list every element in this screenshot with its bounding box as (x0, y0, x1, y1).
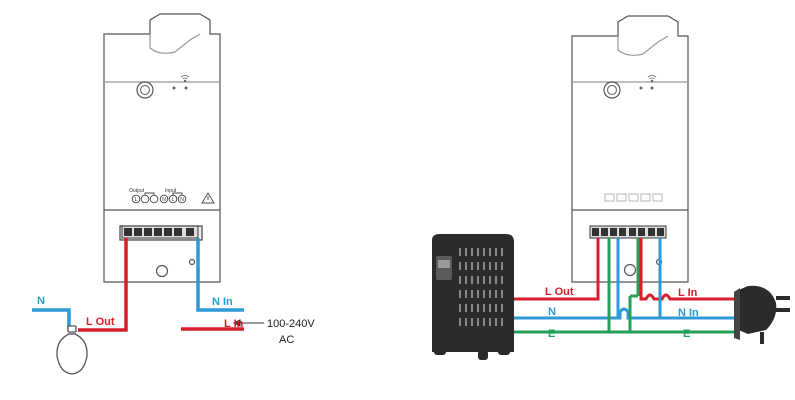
input-text: Input (165, 188, 177, 194)
terminal-block-right (589, 225, 667, 239)
n-wire-left (32, 308, 71, 330)
left-labels: N L Out N In L In 100-240V AC (37, 295, 315, 346)
l-in-label-right: L In (678, 287, 698, 299)
n-in-wire-left (196, 238, 244, 312)
terminal-label-1: L (135, 197, 138, 203)
n-label-right: N (548, 306, 556, 318)
right-wires (512, 238, 734, 334)
terminal-label-4: N (180, 197, 184, 203)
n-in-label-right: N In (678, 307, 699, 319)
terminal-block-left (121, 225, 199, 239)
output-text: Output (129, 188, 145, 194)
e-label-right-left: E (548, 328, 555, 340)
l-in-label-left: L In (224, 318, 244, 330)
smart-switch-right (571, 15, 689, 283)
left-wires (32, 238, 244, 332)
terminal-marking: Output Input L N L N (129, 188, 187, 204)
left-wiring-diagram: Output Input L N L N (32, 13, 315, 375)
bulb-icon (56, 325, 88, 375)
smart-switch-left (103, 13, 221, 283)
right-wiring-diagram: L Out N E L In N In E (432, 15, 790, 360)
wifi-icon (180, 75, 190, 83)
e-label-right-right: E (683, 328, 690, 340)
l-out-wire-right (512, 238, 600, 301)
right-labels: L Out N E L In N In E (545, 286, 699, 340)
l-in-wire-right (639, 238, 734, 301)
wifi-icon (647, 75, 657, 83)
heater-icon (432, 234, 514, 360)
n-wire-right-left (512, 307, 734, 320)
warning-triangle-icon (201, 192, 215, 204)
plug-icon (734, 285, 790, 344)
ac-label: AC (279, 334, 294, 346)
l-out-label-right: L Out (545, 286, 574, 298)
n-in-label-left: N In (212, 296, 233, 308)
n-label-left: N (37, 295, 45, 307)
voltage-label: 100-240V (267, 318, 315, 330)
l-out-wire-left (78, 238, 128, 332)
l-out-label-left: L Out (86, 316, 115, 328)
voltage-arrow (232, 319, 264, 327)
terminal-label-2: N (162, 197, 166, 203)
terminal-label-3: L (172, 197, 175, 203)
